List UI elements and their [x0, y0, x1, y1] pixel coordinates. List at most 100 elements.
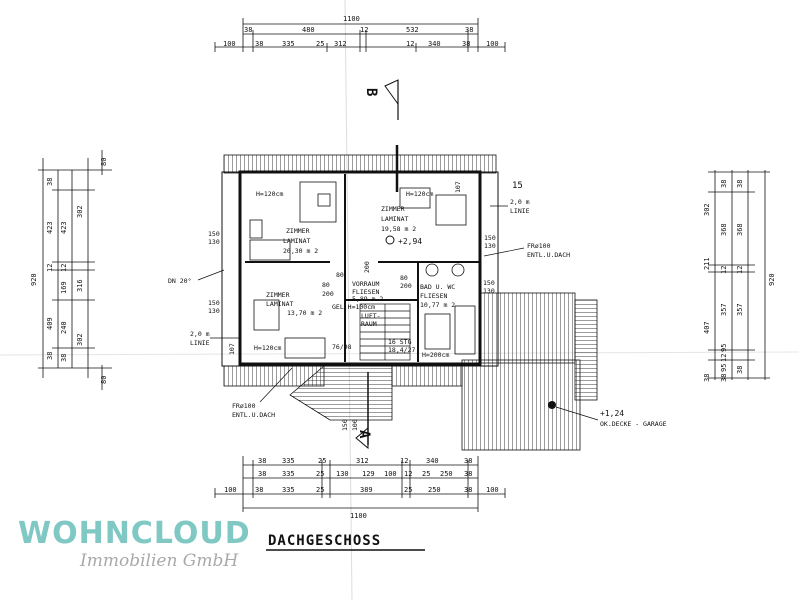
- top-dim-label: 38: [244, 26, 252, 34]
- door-dim: 200: [363, 261, 371, 273]
- stair-label: 18,4/27: [388, 346, 415, 354]
- room-floor: LAMINAT: [283, 237, 310, 245]
- left-dim-label: 169: [60, 281, 68, 294]
- left-dim-label: 423: [46, 221, 54, 234]
- left-dim-label: 80: [100, 158, 108, 166]
- bottom-dim-label: 335: [282, 457, 295, 465]
- top-dim-label: 25: [316, 40, 324, 48]
- room-area: 13,70 m 2: [287, 309, 322, 317]
- bottom-dim-label: 25: [422, 470, 430, 478]
- right-dim-label: 12: [736, 266, 744, 274]
- right-dim-label: 95: [720, 364, 728, 372]
- window-dim: 130: [208, 238, 220, 246]
- drain-label: FRø100: [527, 242, 551, 250]
- bottom-dim-label: 250: [428, 486, 441, 494]
- top-dim-label: 532: [406, 26, 419, 34]
- left-dimension-chain: [38, 150, 112, 390]
- furniture: [249, 181, 476, 359]
- top-dim-label: 100: [223, 40, 236, 48]
- window-dim: 150: [484, 234, 496, 242]
- top-dim-label: 38: [465, 26, 473, 34]
- left-dim-label: 12: [46, 264, 54, 272]
- bottom-dim-label: 129: [362, 470, 375, 478]
- left-dim-label: 80: [100, 376, 108, 384]
- room-name: ZIMMER: [266, 291, 290, 299]
- roof-bottom-mid: [391, 365, 463, 387]
- top-dim-label: 312: [334, 40, 347, 48]
- room-name: ZIMMER: [381, 205, 405, 213]
- right-total-dim: 920: [768, 273, 776, 286]
- note-label: 15: [512, 181, 523, 191]
- window-dim: 150: [208, 230, 220, 238]
- room-floor: LAMINAT: [381, 215, 408, 223]
- left-dim-label: 38: [46, 178, 54, 186]
- right-dim-label: 38: [720, 374, 728, 382]
- company-logo: WOHNCLOUD: [18, 516, 251, 551]
- exterior-walls: [221, 170, 499, 367]
- bottom-dimension-chain: [214, 456, 506, 512]
- section-letter: B: [363, 88, 379, 97]
- garage-roof: [461, 359, 581, 451]
- door-dim: 200: [400, 282, 412, 290]
- left-dim-label: 38: [46, 352, 54, 360]
- room-area: 20,30 m 2: [283, 247, 318, 255]
- bottom-dim-label: 250: [440, 470, 453, 478]
- drawing-title: DACHGESCHOSS: [268, 533, 381, 549]
- level-label: +2,94: [398, 237, 422, 246]
- left-dim-label: 12: [60, 264, 68, 272]
- section-letter: A: [356, 430, 372, 439]
- right-dim-label: 211: [703, 257, 711, 270]
- top-dim-label: 12: [360, 26, 368, 34]
- linie-label: 2,0 m: [510, 198, 530, 206]
- room-floor: FLIESEN: [420, 292, 447, 300]
- bottom-dim-label: 335: [282, 486, 295, 494]
- room-area: 10,77 m 2: [420, 301, 455, 309]
- room-area: 19,58 m 2: [381, 225, 416, 233]
- right-dim-label: 38: [703, 374, 711, 382]
- room-name: VORRAUM: [352, 280, 379, 288]
- company-logo-subtitle: Immobilien GmbH: [79, 551, 239, 571]
- bottom-dim-label: 25: [316, 470, 324, 478]
- bottom-dim-label: 389: [360, 486, 373, 494]
- height-label: H=200cm: [422, 351, 449, 359]
- luftraum-label: LUFT-: [361, 312, 381, 320]
- drain-label: FRø100: [232, 402, 256, 410]
- height-label: H=120cm: [254, 344, 281, 352]
- right-dim-label: 357: [736, 303, 744, 316]
- room-name: ZIMMER: [286, 227, 310, 235]
- right-dim-label: 12: [720, 354, 728, 362]
- right-dim-label: 302: [703, 203, 711, 216]
- dormer-roof: [289, 365, 393, 421]
- top-dim-label: 100: [486, 40, 499, 48]
- bottom-dim-label: 38: [464, 457, 472, 465]
- window-dim: 150: [208, 299, 220, 307]
- staircase: [359, 303, 411, 361]
- top-dimension-chain: [214, 18, 506, 52]
- left-dim-label: 302: [76, 205, 84, 218]
- roof-pitch-label: DN 20°: [168, 277, 191, 285]
- bottom-dim-label: 100: [384, 470, 397, 478]
- top-dim-label: 12: [406, 40, 414, 48]
- bottom-dim-label: 335: [282, 470, 295, 478]
- wall-dim: 107: [228, 343, 236, 355]
- left-dim-label: 302: [76, 333, 84, 346]
- left-dim-label: 409: [46, 317, 54, 330]
- top-dim-label: 480: [302, 26, 315, 34]
- level-marker-icon: [385, 235, 395, 245]
- right-dimension-chain: [708, 170, 770, 380]
- bottom-dim-label: 312: [356, 457, 369, 465]
- right-dim-label: 357: [720, 303, 728, 316]
- bottom-dim-label: 12: [404, 470, 412, 478]
- bottom-dim-label: 38: [255, 486, 263, 494]
- room-floor: LAMINAT: [266, 300, 293, 308]
- bottom-dim-label: 38: [258, 470, 266, 478]
- room-vorraum: VORRAUM FLIESEN 5,89 m 2: [352, 280, 383, 303]
- drain-label: ENTL.U.DACH: [527, 251, 570, 259]
- room-bad-wc: BAD U. WC FLIESEN 10,77 m 2: [420, 283, 455, 309]
- room-name: BAD U. WC: [420, 283, 455, 291]
- left-dim-label: 423: [60, 221, 68, 234]
- linie-label: LINIE: [510, 207, 530, 215]
- wall-dim: 107: [454, 181, 462, 193]
- window-dim: 130: [483, 287, 495, 295]
